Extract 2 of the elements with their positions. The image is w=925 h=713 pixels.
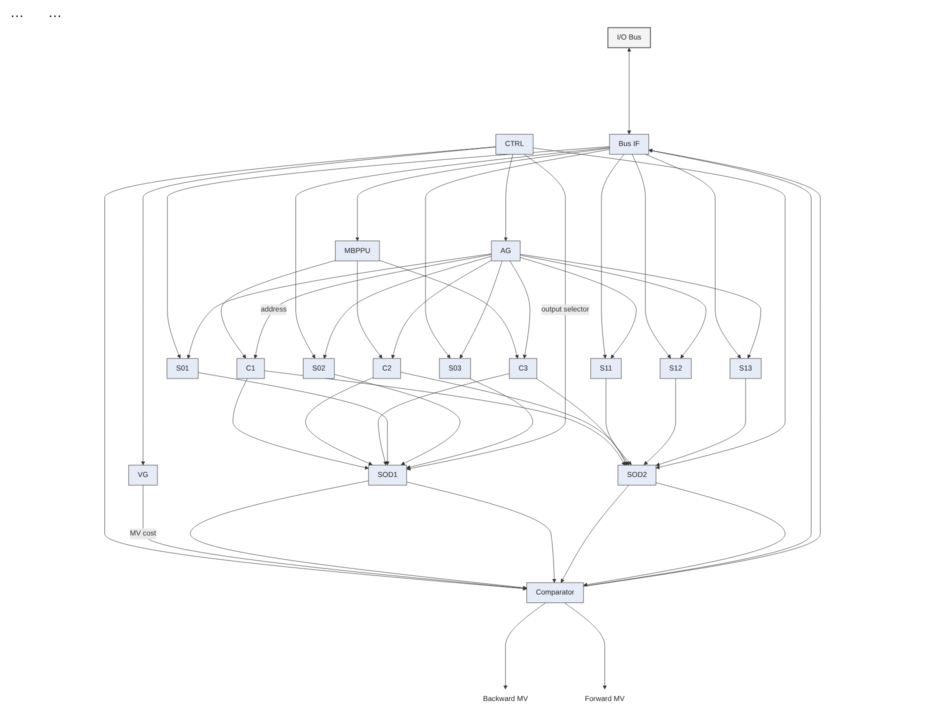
ellipsis-note: … [10,4,24,20]
ellipsis-note: … [48,4,62,20]
